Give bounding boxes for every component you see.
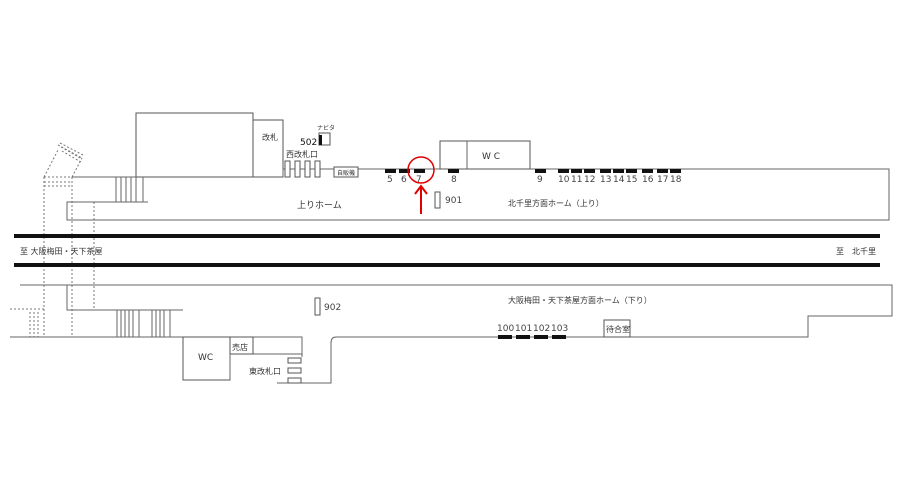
upper-platform-short-label: 上りホーム — [297, 200, 342, 211]
west-ticket-gates — [284, 160, 321, 178]
gate-room — [252, 119, 284, 178]
marker-label: 18 — [670, 175, 682, 185]
marker-label: 6 — [401, 175, 407, 185]
pillar-902-label: 902 — [324, 303, 341, 313]
direction-left: 至 大阪梅田・天下茶屋 — [20, 246, 103, 256]
lower-markers: 100 101 102 103 — [497, 324, 568, 339]
station-building — [135, 112, 254, 178]
marker-label: 14 — [613, 175, 625, 185]
lower-wc — [182, 336, 231, 381]
marker-label: 10 — [558, 175, 570, 185]
highlight-circle — [407, 156, 435, 184]
marker-label: 16 — [642, 175, 654, 185]
marker-label: 17 — [657, 175, 668, 185]
shop-label: 売店 — [232, 342, 248, 352]
marker-label: 101 — [515, 324, 532, 334]
marker-label: 9 — [537, 175, 543, 185]
arrow-up-icon — [414, 184, 428, 214]
marker-label: 7 — [416, 175, 422, 185]
gate-room-label: 改札 — [262, 132, 278, 142]
lower-wc-label: WC — [198, 353, 213, 363]
waiting-room — [603, 319, 631, 338]
pillar-901 — [434, 191, 441, 209]
west-gate-label: 西改札口 — [286, 149, 318, 159]
marker-label: 102 — [533, 324, 550, 334]
shop — [229, 336, 254, 355]
upper-wc — [439, 140, 531, 170]
marker-label: 12 — [584, 175, 595, 185]
east-gate-label: 東改札口 — [249, 366, 281, 376]
marker-label: 11 — [571, 175, 582, 185]
vending-label: 自販機 — [337, 169, 355, 177]
lower-platform-label: 大阪梅田・天下茶屋方面ホーム（下り） — [508, 295, 652, 305]
upper-wc-label: W C — [482, 152, 500, 162]
marker-label: 103 — [551, 324, 568, 334]
upper-platform — [66, 168, 890, 221]
upper-stairs — [115, 177, 148, 203]
upper-markers: 5 6 7 8 9 10 11 12 13 14 15 16 17 18 — [385, 169, 682, 185]
marker-label: 8 — [451, 175, 457, 185]
marker-label: 15 — [626, 175, 637, 185]
marker-label: 5 — [387, 175, 393, 185]
pillar-901-label: 901 — [445, 196, 462, 206]
waiting-room-label: 待合室 — [606, 324, 630, 334]
marker-label: 13 — [600, 175, 611, 185]
east-ticket-gates — [287, 357, 302, 384]
navita-label: ナビタ — [317, 124, 335, 132]
left-dashed-passages — [10, 142, 116, 337]
direction-right: 至 北千里 — [836, 246, 876, 256]
vending-machine — [333, 166, 359, 178]
marker-label: 100 — [497, 324, 514, 334]
lower-platform — [10, 284, 893, 384]
pillar-902 — [314, 297, 321, 316]
navita-number: 502 — [300, 138, 317, 148]
lower-stairs — [116, 310, 171, 337]
upper-platform-label: 北千里方面ホーム（上り） — [508, 198, 604, 208]
